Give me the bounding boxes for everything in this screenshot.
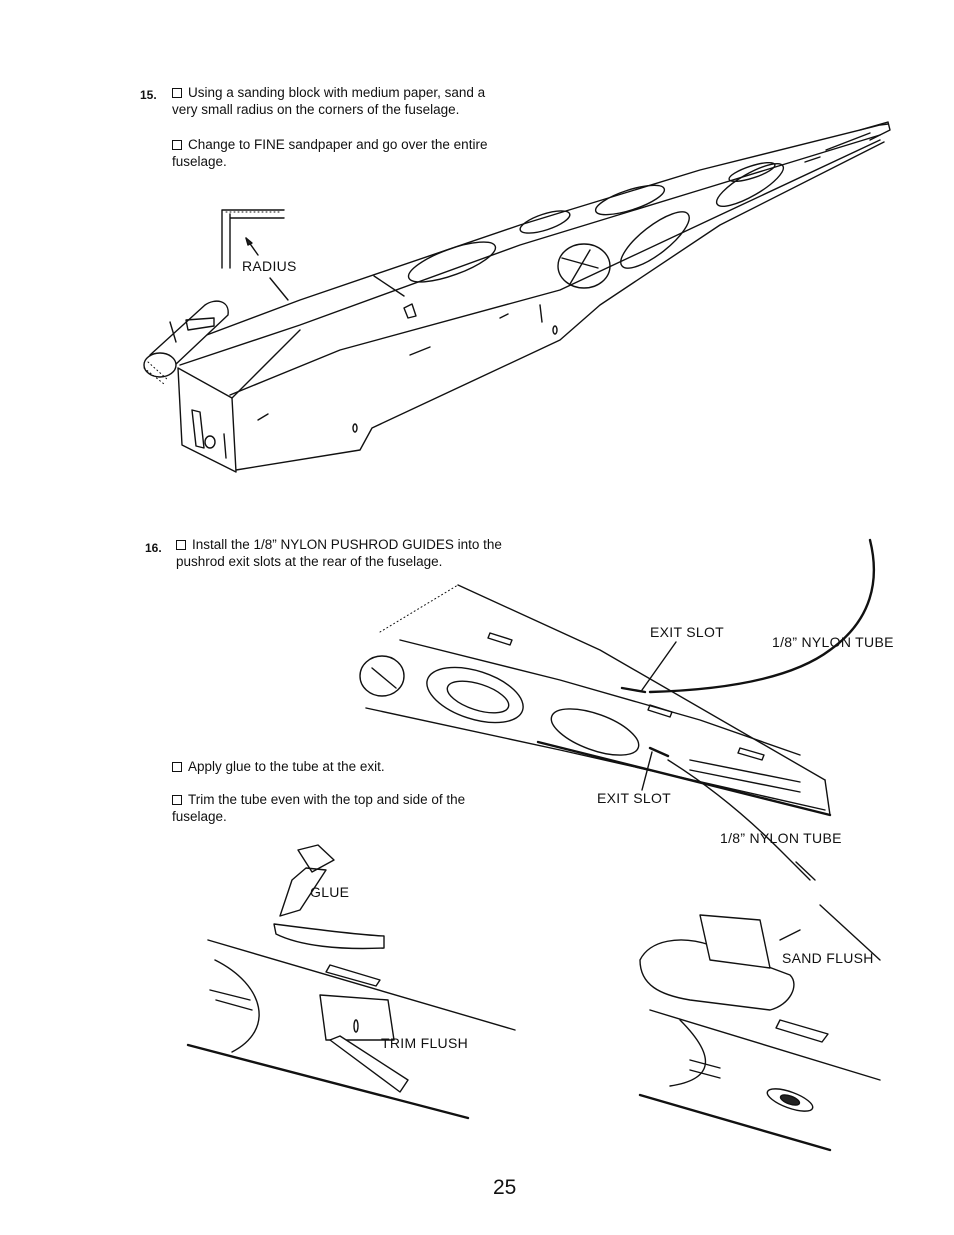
exit-slot-bottom-label: EXIT SLOT [597, 790, 672, 806]
step-16-number: 16. [145, 541, 162, 555]
nylon-tube-bottom-label: 1/8” NYLON TUBE [720, 830, 842, 846]
exit-slot-top-label: EXIT SLOT [650, 624, 725, 640]
step-16-text-3: Trim the tube even with the top and side… [172, 792, 466, 824]
step-16-checkbox-2[interactable] [172, 762, 182, 772]
step-15-number: 15. [140, 88, 157, 102]
trim-flush-label: TRIM FLUSH [381, 1035, 468, 1051]
step-15-paragraph-1: Using a sanding block with medium paper,… [172, 84, 512, 118]
step-15-text-1: Using a sanding block with medium paper,… [172, 85, 486, 117]
step-16-checkbox-3[interactable] [172, 795, 182, 805]
radius-label: RADIUS [242, 258, 297, 274]
glue-label: GLUE [310, 884, 350, 900]
step-15-paragraph-2: Change to FINE sandpaper and go over the… [172, 136, 512, 170]
step-16-paragraph-3: Trim the tube even with the top and side… [172, 791, 507, 825]
sand-flush-label: SAND FLUSH [782, 950, 874, 966]
step-16-paragraph-2: Apply glue to the tube at the exit. [172, 758, 492, 775]
step-16-text-2: Apply glue to the tube at the exit. [188, 759, 385, 774]
step-16-checkbox-1[interactable] [176, 540, 186, 550]
fuselage-sanding-illustration [143, 121, 891, 473]
step-16-text-1: Install the 1/8” NYLON PUSHROD GUIDES in… [176, 537, 502, 569]
step-15-text-2: Change to FINE sandpaper and go over the… [172, 137, 488, 169]
step-15-checkbox-2[interactable] [172, 140, 182, 150]
page-number: 25 [493, 1176, 517, 1199]
step-16-paragraph-1: Install the 1/8” NYLON PUSHROD GUIDES in… [176, 536, 511, 570]
nylon-tube-top-label: 1/8” NYLON TUBE [772, 634, 894, 650]
step-15-checkbox-1[interactable] [172, 88, 182, 98]
